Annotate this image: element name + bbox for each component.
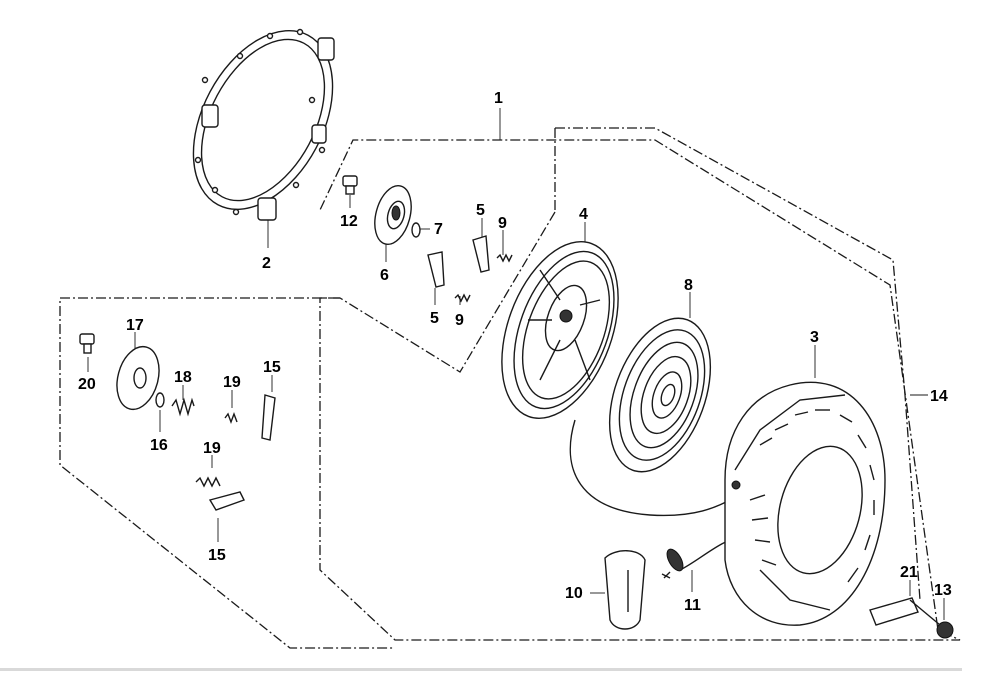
starter-rope	[569, 419, 741, 517]
callout-10: 10	[565, 585, 583, 602]
bottom-divider	[0, 668, 962, 671]
callout-17: 17	[126, 317, 144, 334]
callout-4: 4	[579, 206, 588, 223]
callout-18: 18	[174, 369, 192, 386]
bolt-part-13	[909, 599, 954, 639]
link-part-15	[208, 394, 276, 511]
callout-19b: 19	[203, 440, 221, 457]
callout-2: 2	[262, 255, 271, 272]
callout-15a: 15	[263, 359, 281, 376]
ratchet-pawl-part-5	[427, 235, 490, 288]
spring-part-19	[195, 412, 238, 488]
callout-7: 7	[434, 221, 443, 238]
bolt-part-12	[342, 175, 358, 195]
callout-5b: 5	[430, 310, 439, 327]
starter-case-part-3	[724, 381, 886, 626]
guide-part-21	[869, 597, 919, 626]
spring-part-9	[454, 253, 513, 303]
callout-14: 14	[930, 388, 948, 405]
callout-6: 6	[380, 267, 389, 284]
assembly-1-boundary	[319, 139, 961, 641]
spring-part-18	[171, 397, 195, 417]
gasket-ring-part	[192, 28, 335, 221]
callout-1: 1	[494, 90, 503, 107]
callout-12: 12	[340, 213, 358, 230]
callout-13: 13	[934, 582, 952, 599]
callout-9a: 9	[498, 215, 507, 232]
callout-15b: 15	[208, 547, 226, 564]
callout-20: 20	[78, 376, 96, 393]
callout-8: 8	[684, 277, 693, 294]
reel-pulley-part-4	[501, 241, 619, 419]
callout-19a: 19	[223, 374, 241, 391]
callout-21: 21	[900, 564, 918, 581]
recoil-spring-part-8	[608, 317, 712, 473]
callout-9b: 9	[455, 312, 464, 329]
callout-16: 16	[150, 437, 168, 454]
callout-3: 3	[810, 329, 819, 346]
sub-assembly-boundary	[59, 297, 395, 649]
starter-handle-part-10	[604, 550, 646, 630]
rope-guide-part-11	[661, 548, 684, 579]
washer-part-7	[411, 222, 421, 238]
callout-11: 11	[684, 597, 701, 614]
washer-part-16	[155, 392, 165, 408]
drive-plate-part-6	[374, 184, 412, 246]
group-boundaries	[59, 127, 961, 649]
plate-part-17	[116, 345, 160, 411]
assembly-14-boundary	[555, 127, 921, 601]
bolt-part-20	[79, 333, 95, 354]
callout-labels: 1 2 3 4 5 5 6 7 8 9 9 10 11 12 13 14 15 …	[78, 90, 952, 614]
callout-5a: 5	[476, 202, 485, 219]
